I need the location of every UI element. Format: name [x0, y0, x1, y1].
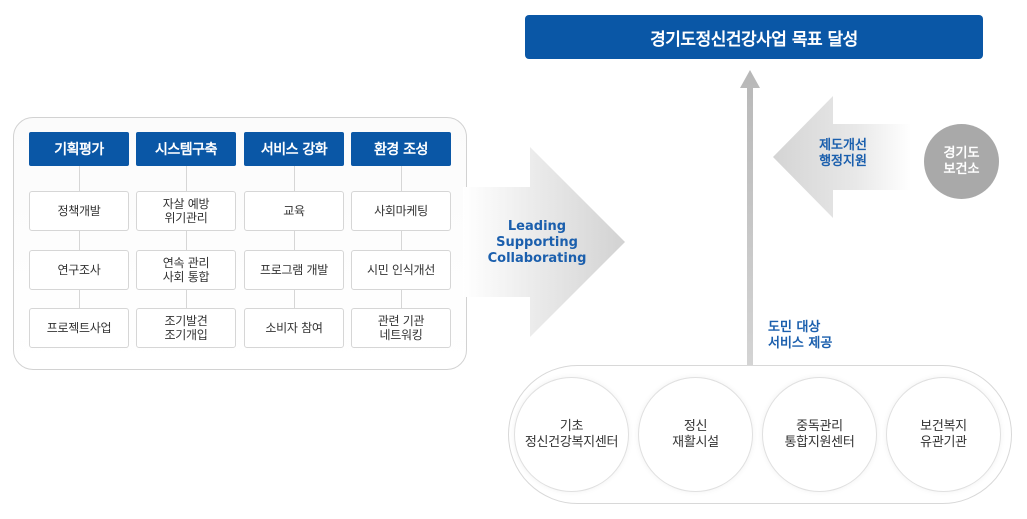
- left-arrow-label: 제도개선 행정지원: [819, 138, 867, 169]
- left-arrow-icon: [773, 96, 911, 218]
- strategy-item: 교육: [244, 191, 344, 231]
- column-header-environment: 환경 조성: [351, 132, 451, 166]
- institution-circle: 정신 재활시설: [638, 377, 753, 492]
- up-arrow-icon: [740, 70, 760, 370]
- strategy-item: 자살 예방 위기관리: [136, 191, 236, 231]
- strategy-item: 관련 기관 네트워킹: [351, 308, 451, 348]
- up-arrow-label: 도민 대상 서비스 제공: [768, 320, 833, 351]
- strategy-item: 사회마케팅: [351, 191, 451, 231]
- right-arrow-icon: [463, 147, 625, 337]
- strategy-item: 연속 관리 사회 통합: [136, 250, 236, 290]
- strategy-item: 조기발견 조기개입: [136, 308, 236, 348]
- strategy-item: 프로젝트사업: [29, 308, 129, 348]
- column-header-service: 서비스 강화: [244, 132, 344, 166]
- column-connector: [186, 166, 187, 318]
- strategy-item: 시민 인식개선: [351, 250, 451, 290]
- right-arrow-label: Leading Supporting Collaborating: [487, 219, 587, 266]
- institution-circle: 기초 정신건강복지센터: [514, 377, 629, 492]
- strategy-item: 프로그램 개발: [244, 250, 344, 290]
- column-connector: [401, 166, 402, 318]
- column-header-system: 시스템구축: [136, 132, 236, 166]
- strategy-item: 연구조사: [29, 250, 129, 290]
- strategy-item: 소비자 참여: [244, 308, 344, 348]
- column-connector: [79, 166, 80, 318]
- institution-circle: 중독관리 통합지원센터: [762, 377, 877, 492]
- health-center-badge: 경기도 보건소: [924, 124, 999, 199]
- institution-circle: 보건복지 유관기관: [886, 377, 1001, 492]
- column-connector: [294, 166, 295, 318]
- strategy-item: 정책개발: [29, 191, 129, 231]
- column-header-planning: 기획평가: [29, 132, 129, 166]
- goal-banner: 경기도정신건강사업 목표 달성: [525, 15, 983, 59]
